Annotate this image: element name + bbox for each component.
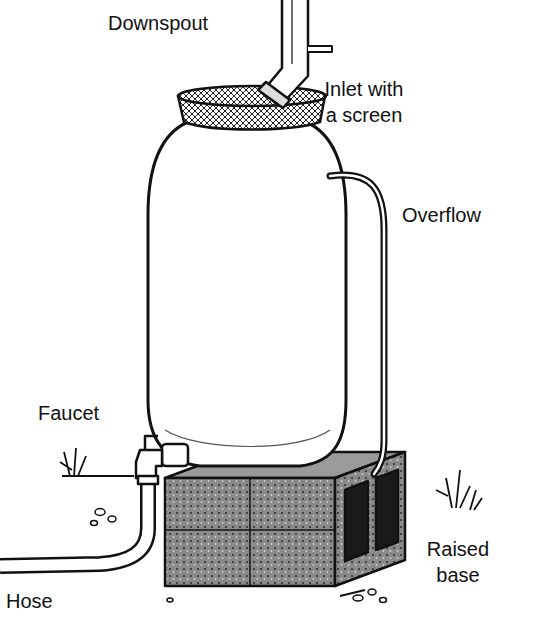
barrel-shade <box>165 430 330 447</box>
faucet <box>136 436 188 484</box>
ground <box>60 448 482 596</box>
raised-base <box>165 452 405 586</box>
overflow-tube <box>330 175 384 474</box>
downspout <box>258 0 332 108</box>
part-label: Raised base <box>412 536 504 588</box>
inlet-screen <box>178 86 326 130</box>
part-label: Downspout <box>108 10 258 36</box>
part-label: Overflow <box>402 202 512 228</box>
pebbles <box>91 509 387 603</box>
part-label: Inlet with a screen <box>318 76 410 128</box>
part-label: Hose <box>6 588 86 614</box>
part-label: Faucet <box>38 400 128 426</box>
hose <box>0 478 148 566</box>
barrel <box>148 122 346 466</box>
